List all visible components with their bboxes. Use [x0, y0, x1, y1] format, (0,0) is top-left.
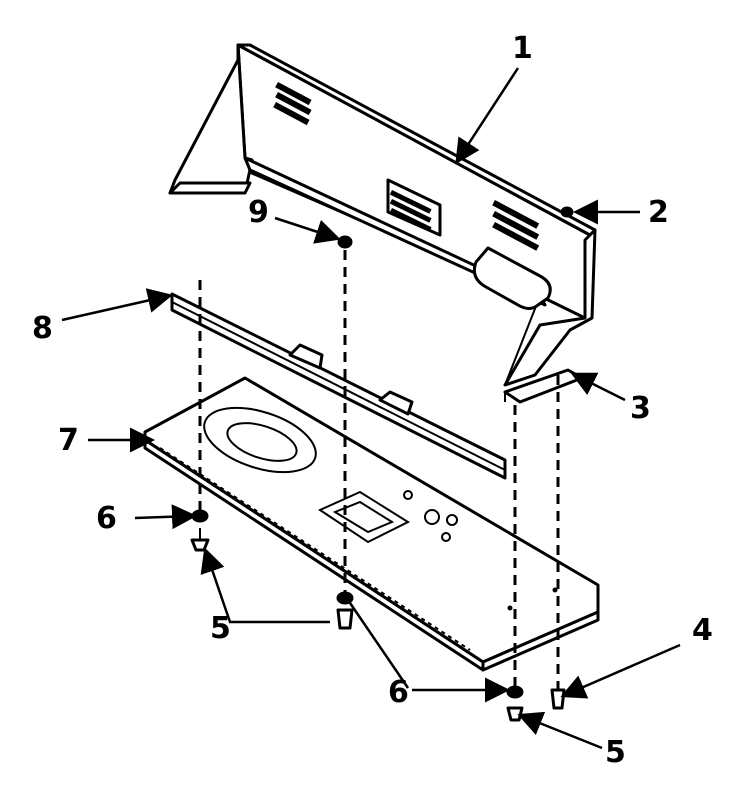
- callout-6-left: 6: [96, 501, 117, 536]
- callout-1: 1: [512, 31, 533, 66]
- vent-slots-right: [492, 199, 540, 251]
- callout-6-right: 6: [388, 675, 409, 710]
- screw-4: [550, 688, 566, 710]
- alignment-lines: [198, 250, 560, 690]
- leader-lines: [61, 67, 681, 750]
- screw-5-left: [190, 538, 210, 552]
- vent-slots-left: [273, 82, 312, 126]
- oblong-cutout: [472, 246, 552, 310]
- callout-9: 9: [248, 195, 269, 230]
- callout-2: 2: [648, 195, 669, 230]
- callout-5-right: 5: [605, 735, 626, 770]
- washer-6-left: [191, 509, 209, 523]
- grommet-9: [337, 235, 353, 249]
- callout-8: 8: [32, 311, 53, 346]
- callout-4: 4: [692, 613, 713, 648]
- vent-grille-center: [386, 178, 442, 237]
- callout-5-left: 5: [210, 611, 231, 646]
- callout-3: 3: [630, 391, 651, 426]
- screw-5-right: [506, 706, 524, 722]
- callout-7: 7: [58, 423, 79, 458]
- callout-labels: 1 2 3 4 5 5 6 6 7 8 9: [32, 31, 713, 770]
- nut-2: [560, 206, 574, 218]
- base-plate-part: [143, 376, 600, 672]
- back-panel-part: [168, 43, 597, 387]
- washer-6-right: [506, 685, 524, 699]
- screw-5-center: [336, 608, 354, 630]
